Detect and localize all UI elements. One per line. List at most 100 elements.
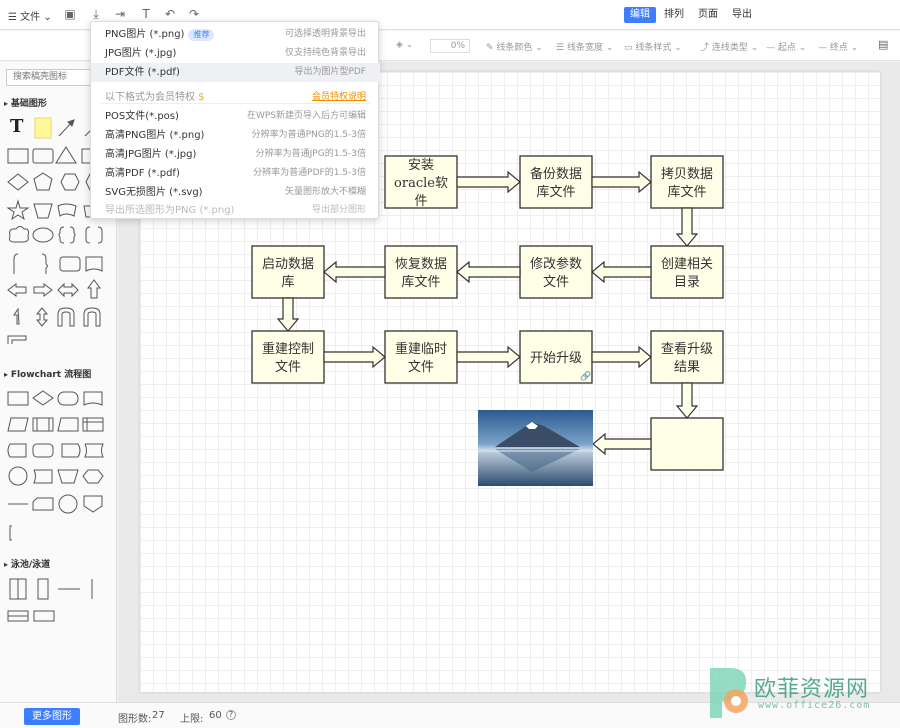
internal-storage-shape[interactable] xyxy=(82,417,104,432)
trapezoid-shape[interactable] xyxy=(33,203,53,219)
arrow-restore-to-start-db[interactable] xyxy=(323,260,386,284)
export-selected-png-option[interactable]: 导出所选图形为PNG (*.png) 导出部分图形 xyxy=(91,201,380,220)
redo-icon[interactable]: ↷ xyxy=(188,7,200,21)
decision-shape[interactable] xyxy=(32,390,54,406)
export-svg-option[interactable]: SVG无损图片 (*.svg) 矢量图形放大不模糊 xyxy=(91,183,380,202)
section-basic-shapes[interactable]: 基础图形 xyxy=(4,96,47,109)
end-point-dropdown[interactable]: — 终点 ⌄ xyxy=(818,43,859,53)
arrow-rebuild-ctl-to-rebuild-tmp[interactable] xyxy=(323,345,386,369)
download-icon[interactable]: ⤓ xyxy=(93,7,99,21)
fill-bucket-icon[interactable]: ◈ ⌄ xyxy=(396,40,414,50)
punched-tape-shape[interactable] xyxy=(84,443,104,458)
preparation-shape[interactable] xyxy=(82,469,104,484)
summing-junction-shape[interactable] xyxy=(58,494,78,514)
brace-right-shape[interactable] xyxy=(69,226,76,244)
save-icon[interactable]: ▣ xyxy=(64,7,76,21)
arch-shape[interactable] xyxy=(83,307,101,327)
arrow-double-shape[interactable] xyxy=(57,282,79,298)
arrow-rebuild-tmp-to-upgrade[interactable] xyxy=(456,345,521,369)
curly-bracket-shape[interactable] xyxy=(41,253,48,274)
format-painter-icon[interactable]: T xyxy=(142,7,150,21)
export-hd-pdf-option[interactable]: 高清PDF (*.pdf) 分辨率为普通PDF的1.5-3倍 xyxy=(91,164,380,183)
arrow-copy-to-rebuild-dir[interactable] xyxy=(675,207,699,247)
flow-node-blank[interactable] xyxy=(650,417,724,471)
more-shapes-button[interactable]: 更多图形 xyxy=(24,708,80,725)
arrow-modify-to-restore[interactable] xyxy=(456,260,521,284)
tab-export[interactable]: 导出 xyxy=(732,9,752,20)
arrow-left-shape[interactable] xyxy=(7,283,27,297)
manual-operation-shape[interactable] xyxy=(57,469,79,484)
export-icon[interactable]: ⇥ xyxy=(114,7,126,21)
sequential-storage-shape[interactable] xyxy=(33,469,53,484)
export-hd-jpg-option[interactable]: 高清JPG图片 (*.jpg) 分辨率为普通JPG的1.5-3倍 xyxy=(91,145,380,164)
speech-bubble-shape[interactable] xyxy=(32,227,54,243)
section-flowchart[interactable]: Flowchart 流程图 xyxy=(4,367,91,380)
tab-edit[interactable]: 编辑 xyxy=(624,7,656,23)
off-page-shape[interactable] xyxy=(83,495,103,513)
rect-shape[interactable] xyxy=(7,148,29,164)
left-bracket-shape[interactable] xyxy=(13,253,19,274)
star-shape[interactable] xyxy=(6,199,30,221)
predefined-process-shape[interactable] xyxy=(32,417,54,432)
rounded-rect-shape[interactable] xyxy=(32,148,54,164)
card-flow-shape[interactable] xyxy=(32,497,54,511)
corner-shape[interactable] xyxy=(7,335,27,344)
opacity-input[interactable]: 0% xyxy=(430,39,470,53)
manual-input-shape[interactable] xyxy=(57,417,79,432)
connector-shape[interactable] xyxy=(8,466,28,486)
cloud-shape[interactable] xyxy=(9,226,29,243)
arrow-updown-shape[interactable] xyxy=(35,307,49,327)
tab-page[interactable]: 页面 xyxy=(698,9,718,20)
tab-arrange[interactable]: 排列 xyxy=(664,9,684,20)
data-shape[interactable] xyxy=(7,417,29,432)
flowchart-diagram[interactable]: 安装oracle软件备份数据库文件拷贝数据库文件创建相关目录修改参数文件恢复数据… xyxy=(140,72,880,692)
delay-shape[interactable] xyxy=(61,443,81,458)
arrow-upgrade-to-check[interactable] xyxy=(591,345,652,369)
arrow-check-to-blank[interactable] xyxy=(675,382,699,419)
process-shape[interactable] xyxy=(7,391,29,406)
diamond-shape[interactable] xyxy=(7,173,29,191)
annotation-shape[interactable] xyxy=(9,525,12,541)
vertical-lane-shape[interactable] xyxy=(37,578,49,600)
export-jpg-option[interactable]: JPG图片 (*.jpg) 仅支持纯色背景导出 xyxy=(91,44,380,63)
arrow-up-shape[interactable] xyxy=(87,279,101,299)
line-style-dropdown[interactable]: ▭ 线条样式 ⌄ xyxy=(624,43,682,53)
triangle-shape[interactable] xyxy=(55,146,77,164)
arrow-install-to-backup[interactable] xyxy=(456,170,521,194)
banner-shape[interactable] xyxy=(57,203,77,217)
layout-panel-icon[interactable]: ▤ xyxy=(878,38,889,51)
arrow-blank-to-image[interactable] xyxy=(592,432,652,456)
text-shape[interactable]: T xyxy=(10,116,24,137)
flow-document-shape[interactable] xyxy=(83,391,103,406)
alternate-process-shape[interactable] xyxy=(32,443,54,458)
arrow-start-db-to-rebuild-ctl[interactable] xyxy=(276,297,300,332)
arrow-backup-to-copy[interactable] xyxy=(591,170,652,194)
arrow-rebuild-dir-to-modify[interactable] xyxy=(591,260,652,284)
start-point-dropdown[interactable]: — 起点 ⌄ xyxy=(766,43,807,53)
line-color-dropdown[interactable]: ✎ 线条颜色 ⌄ xyxy=(486,43,543,53)
vip-info-link[interactable]: 会员特权说明 xyxy=(311,92,366,102)
export-png-option[interactable]: PNG图片 (*.png)推荐 可选择透明背景导出 xyxy=(91,25,380,44)
export-pos-option[interactable]: POS文件(*.pos) 在WPS新建页导入后方可编辑 xyxy=(91,107,380,126)
horizontal-lane-shape[interactable] xyxy=(33,610,55,622)
stored-data-shape[interactable] xyxy=(7,443,27,458)
file-menu[interactable]: ☰ 文件 ⌄ xyxy=(8,8,52,23)
export-hd-png-option[interactable]: 高清PNG图片 (*.png) 分辨率为普通PNG的1.5-3倍 xyxy=(91,126,380,145)
link-icon[interactable]: 🔗 xyxy=(580,370,591,382)
rounded-rect-2-shape[interactable] xyxy=(59,256,81,272)
brace-left-shape[interactable] xyxy=(58,226,65,244)
hexagon-shape[interactable] xyxy=(60,173,80,191)
line-width-dropdown[interactable]: ☰ 线条宽度 ⌄ xyxy=(556,43,614,53)
connector-type-dropdown[interactable]: ⤴ 连线类型 ⌄ xyxy=(700,43,759,53)
arrow-down-shape[interactable] xyxy=(13,307,20,325)
mountain-image[interactable] xyxy=(478,410,593,486)
